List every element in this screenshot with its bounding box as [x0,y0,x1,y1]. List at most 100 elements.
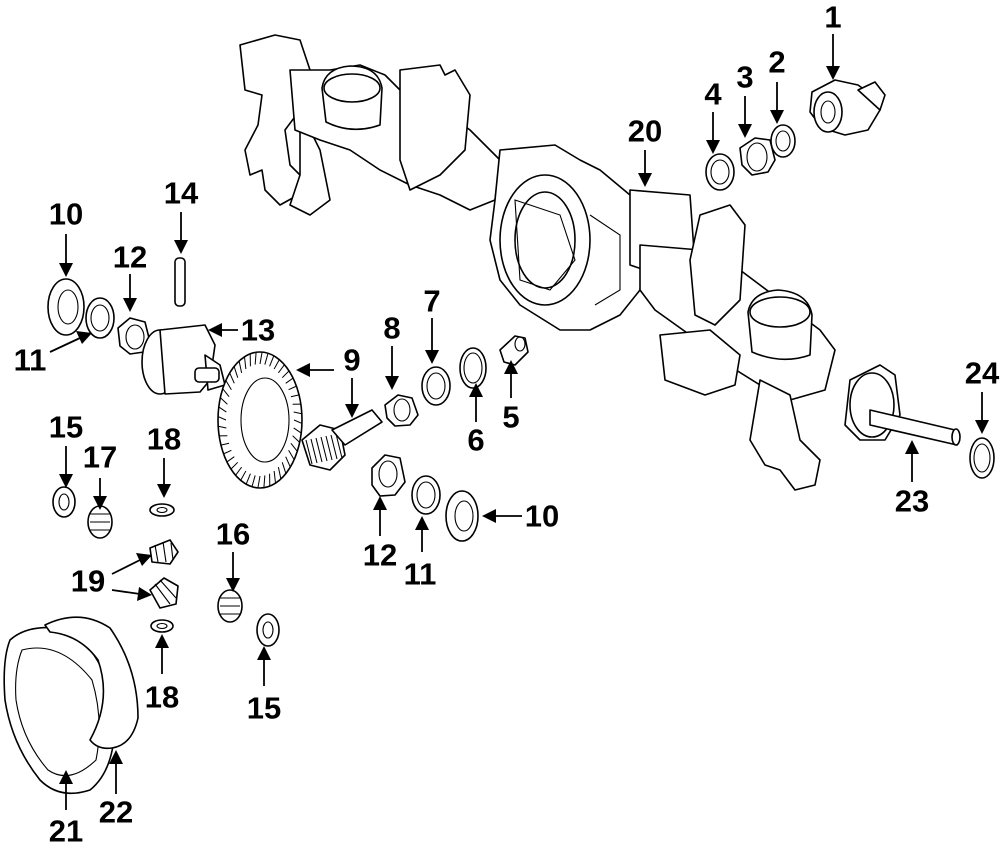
pinion-gear-tooth [315,437,323,463]
callout-10-top: 10 [48,196,84,232]
pinion-gear-9 [301,409,383,471]
ring-gear-tooth [277,467,282,480]
ring-gear-tooth [293,427,302,434]
callout-11-bottom: 11 [403,556,437,592]
differential-case-13 [141,324,226,395]
axle-shaft-23 [869,409,961,446]
ring-gear-tooth [238,360,243,373]
ring-gear-tooth [243,356,247,370]
race-7 [421,366,451,406]
callout-4: 4 [704,76,722,112]
callout-23: 23 [894,483,930,519]
ring-gear-tooth [229,372,235,384]
ring-gear-tooth [226,456,235,463]
bearing-race-11-top [85,297,115,339]
leader-arrows [49,34,989,810]
ring-gear-tooth [223,449,232,455]
spacer-5 [499,335,529,366]
callout-12-bottom: 12 [362,537,398,573]
callout-8: 8 [383,310,401,346]
callout-13: 13 [240,312,276,348]
ring-gear-tooth [285,377,294,384]
ring-gear-tooth [263,475,266,488]
ring-gear-tooth [220,397,228,405]
ring-gear-tooth [257,475,261,489]
bearing-race-11-bottom [411,475,441,515]
ring-gear-tooth [233,366,239,378]
callout-21: 21 [48,813,84,848]
washer-2 [770,124,796,158]
ring-gear-tooth [293,419,303,424]
callout-24: 24 [964,355,1000,391]
ring-gear-tooth [288,385,297,391]
callout-6: 6 [467,422,485,458]
axle-housing [239,34,901,491]
washer-18-bottom [150,619,174,633]
side-gear-17 [87,505,113,539]
bearing-adjuster-10-bottom [445,490,479,542]
callout-12-top: 12 [112,239,148,275]
pinion-gear-tooth [335,433,343,459]
cover-gasket-22 [44,616,139,750]
callout-9: 9 [343,342,361,378]
callout-19: 19 [70,563,106,599]
ring-gear-tooth [273,470,277,484]
race-4 [705,153,735,191]
ring-gear-tooth [290,394,300,398]
ring-gear-tooth [254,352,257,365]
ring-gear-tooth [217,416,227,421]
pinion-gear-tooth [330,434,338,460]
bearing-adjuster-10-top [47,278,85,336]
ring-gear-tooth [222,388,230,398]
callout-15-bottom: 15 [246,690,282,726]
shim-6 [459,347,487,389]
ring-gear-tooth [281,462,287,474]
ring-gear-tooth [277,364,285,374]
cross-pin-14 [174,257,186,307]
ring-gear-tooth [235,466,243,476]
ring-gear-tooth [220,442,230,446]
pinion-gear-tooth [310,438,318,464]
bearing-3 [739,137,776,176]
callout-15-top: 15 [48,409,84,445]
ring-gear-tooth [245,473,251,485]
ring-gear-tooth [288,450,295,460]
callout-18-bottom: 18 [144,679,180,715]
callout-11-top: 11 [13,342,47,378]
callout-3: 3 [736,59,754,95]
callout-2: 2 [768,44,786,80]
callout-5: 5 [502,399,520,435]
thrust-washer-15-top [52,486,76,518]
thrust-washer-15-bottom [256,613,280,647]
callout-18-top: 18 [146,421,182,457]
pinion-gear-tooth [305,439,313,465]
pinion-yoke [809,79,886,136]
ring-gear-tooth [264,353,269,365]
callout-14: 14 [163,175,199,211]
pinion-gears-19 [149,539,179,609]
ring-gear-tooth [292,435,300,443]
ring-gear-tooth [259,351,263,365]
ring-gear-tooth [293,411,302,415]
ring-gear-tooth [225,380,232,390]
callout-22: 22 [98,794,134,830]
ring-gear-tooth [230,461,239,470]
ring-gear-tooth [251,475,256,487]
side-gear-16 [217,589,243,623]
callout-1: 1 [824,0,842,35]
ring-gear-tooth [218,406,227,413]
washer-18-top [149,503,175,517]
ring-gear-tooth [281,370,290,379]
ring-gear-9 [217,351,303,489]
callout-20: 20 [627,113,663,149]
callout-16: 16 [215,516,251,552]
callout-17: 17 [82,439,118,475]
callout-7: 7 [423,283,441,319]
callout-10-bottom: 10 [524,498,560,534]
ring-gear-tooth [240,470,247,481]
bearing-12-bottom [371,454,406,497]
axle-seal-24 [969,437,995,479]
ring-gear-tooth [218,425,227,429]
